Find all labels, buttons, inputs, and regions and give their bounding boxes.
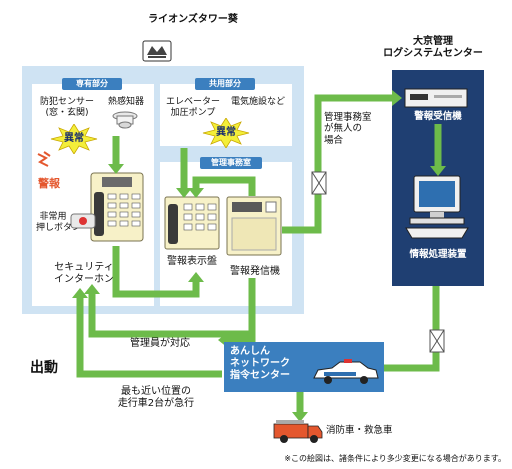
- center-title: 大京管理 ログシステムセンター: [383, 36, 483, 59]
- private-area-header: 専有部分: [62, 78, 122, 90]
- fire-truck-icon: [272, 416, 324, 444]
- manager-response-text: 管理員が対応: [130, 338, 190, 349]
- heat-detector-icon: [112, 110, 138, 130]
- elevator-pump-label: エレベーター 加圧ポンプ: [165, 97, 220, 118]
- alert-text-common: 異常: [216, 127, 236, 138]
- alarm-transmitter-label: 警報発信機: [230, 266, 280, 277]
- intercom-label: セキュリティ インターホン: [54, 262, 114, 285]
- security-sensor-label: 防犯センサー (窓・玄関): [39, 97, 94, 118]
- electrical-facility-label: 電気施設など: [230, 97, 285, 107]
- alert-text-private: 異常: [64, 133, 84, 144]
- heat-detector-label: 熱感知器: [107, 97, 144, 107]
- footnote: ※この絵図は、諸条件により多少変更になる場合があります。: [284, 454, 506, 463]
- alarm-display-panel-icon: [164, 196, 220, 250]
- alarm-transmitter-icon: [226, 196, 282, 256]
- computer-icon: [402, 174, 472, 240]
- fire-truck-label: 消防車・救急車: [326, 425, 393, 436]
- alarm-display-panel-label: 警報表示盤: [167, 256, 217, 267]
- dispatch-label: 出動: [30, 360, 58, 376]
- info-processor-label: 情報処理装置: [409, 249, 467, 260]
- network-center-label: あんしん ネットワーク 指令センター: [230, 346, 290, 381]
- building-title: ライオンズタワー葵: [148, 14, 238, 25]
- intercom-device-icon: [90, 172, 144, 242]
- unmanned-note: 管理事務室 が無人の 場合: [324, 112, 372, 146]
- emergency-button-icon: [70, 212, 96, 230]
- alarm-receiver-label: 警報受信機: [414, 111, 462, 122]
- emergency-button-label: 非常用 押しボタン: [36, 212, 82, 233]
- alert-burst-common: [202, 117, 250, 149]
- alarm-word: 警報: [38, 177, 60, 190]
- rush-note: 最も近い位置の 走行車2台が急行: [117, 386, 195, 409]
- common-area-header: 共用部分: [195, 78, 255, 90]
- alert-burst-private: [50, 123, 98, 155]
- sound-wave-icon: [36, 150, 58, 170]
- alarm-receiver-icon: [404, 88, 468, 108]
- patrol-car-icon: [310, 358, 380, 386]
- office-header: 管理事務室: [200, 157, 262, 169]
- building-logo: [142, 40, 172, 62]
